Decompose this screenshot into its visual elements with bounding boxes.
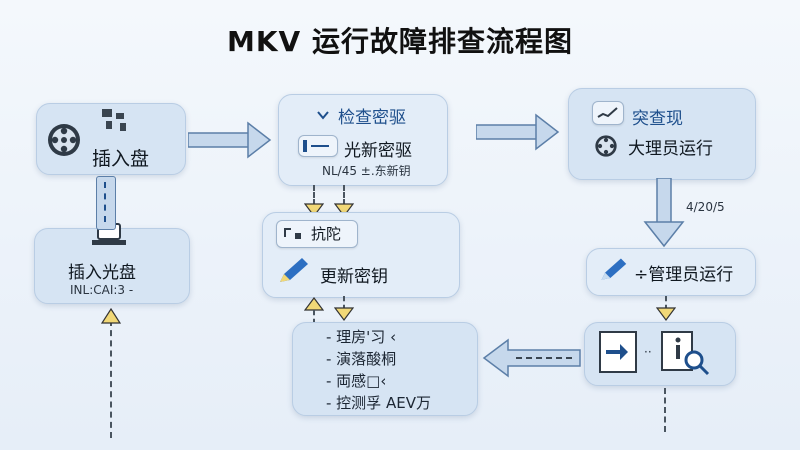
dash-down-mid-2 (343, 185, 345, 205)
dash-mid-down (343, 296, 345, 310)
node-admin-run[interactable] (586, 248, 756, 296)
node-fix-label: 更新密钥 (320, 267, 388, 287)
magnifier-icon (660, 330, 712, 380)
steps-item: - 両感□‹ (326, 372, 387, 390)
dash-down-bottom-right (664, 388, 666, 432)
arrow-right-1 (187, 120, 272, 164)
dash-up-left (110, 320, 112, 438)
dash-down-mid-1 (313, 185, 315, 205)
pencil-icon (276, 256, 310, 290)
arrow-right-2 (475, 112, 560, 156)
film-reel-icon (594, 134, 618, 162)
node-check-driver-header: 检查密驱 (338, 108, 406, 128)
side-note: 4/20/5 (686, 200, 725, 214)
chart-icon (597, 107, 618, 118)
node-check-driver-button-label: 光新密驱 (344, 141, 412, 161)
drive-icon (303, 140, 329, 152)
document-icon (598, 330, 638, 378)
node-check-driver-sub: NL/45 ±.东新钥 (322, 164, 411, 178)
arrow-down-right-2 (655, 306, 677, 325)
node-insert-disk-label: 插入盘 (92, 148, 150, 170)
dash-mid-up (313, 310, 315, 324)
drive-button[interactable] (298, 135, 338, 157)
node-admin-run-label: ÷管理员运行 (634, 265, 734, 285)
pencil-icon (598, 256, 628, 288)
steps-item: - 控测孚 AEV万 (326, 394, 431, 412)
dash-right-mid (665, 296, 667, 310)
tool-icon (284, 228, 301, 239)
steps-list: - 理房'习 ‹ - 演落酸桐 - 両感□‹ - 控测孚 AEV万 (326, 326, 431, 414)
arrow-down-right (642, 177, 686, 252)
film-reel-icon (46, 122, 82, 162)
arrow-down-mid-3 (333, 306, 355, 325)
connector-column-dash (104, 182, 106, 222)
diagram-title: MKV 运行故障排查流程图 (227, 25, 573, 58)
arrow-down-mid-1 (303, 202, 325, 221)
drive-glyph-icon (100, 107, 132, 137)
arrow-up-left (100, 307, 122, 328)
arrow-down-mid-2 (333, 202, 355, 221)
steps-item: - 演落酸桐 (326, 350, 397, 368)
node-insert-cd-label: 插入光盘 (68, 263, 136, 283)
connector-column (96, 176, 116, 230)
chevron-down-icon (316, 106, 330, 125)
node-insert-cd-sub: INL:CAI:3 - (70, 283, 134, 297)
node-sudden-check-header: 突查现 (632, 109, 683, 129)
ellipsis-dot: ·· (644, 345, 652, 359)
node-sudden-check-label: 大理员运行 (628, 139, 713, 159)
chart-button[interactable] (592, 101, 624, 125)
steps-item: - 理房'习 ‹ (326, 328, 397, 346)
arrow-left-bottom (482, 336, 582, 384)
tool-button-label: 抗陀 (311, 225, 342, 243)
tool-button[interactable]: 抗陀 (276, 220, 358, 248)
node-check-driver[interactable] (278, 94, 448, 186)
node-steps[interactable] (292, 322, 478, 416)
